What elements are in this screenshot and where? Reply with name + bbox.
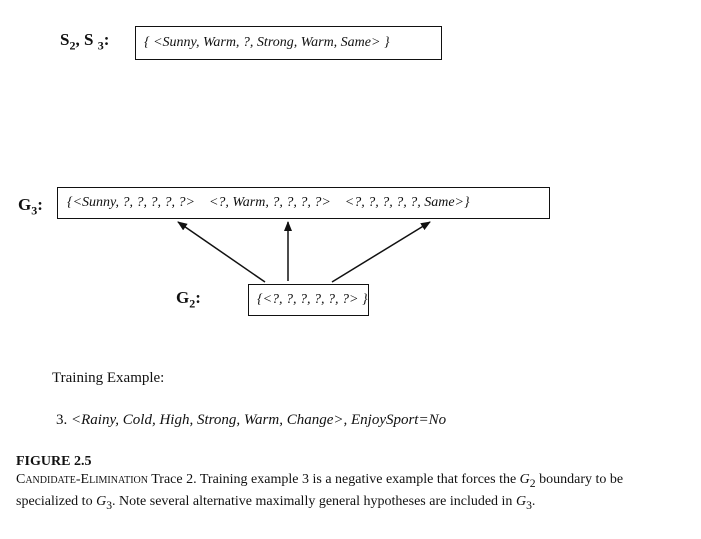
g2-boundary-content: {<?, ?, ?, ?, ?, ?> } [257,292,368,307]
example-label: EnjoySport=No [350,412,447,428]
g3-boundary-label: G3: [18,195,43,218]
g3-boundary-box: {<Sunny, ?, ?, ?, ?, ?> <?, Warm, ?, ?, … [57,187,550,219]
g3-hypothesis: {<Sunny, ?, ?, ?, ?, ?> [67,195,195,210]
g2-boundary-box: {<?, ?, ?, ?, ?, ?> } [248,284,369,316]
s-boundary-box: { <Sunny, Warm, ?, Strong, Warm, Same> } [135,26,442,60]
example-number: 3. [56,412,68,428]
arrow-to-hypothesis-1 [177,221,266,283]
training-heading: Training Example: [52,370,165,386]
training-example: 3. <Rainy, Cold, High, Strong, Warm, Cha… [56,412,446,429]
g2-boundary-label: G2: [176,288,201,311]
figure-title: FIGURE 2.5 [16,454,92,469]
arrow-to-hypothesis-3 [331,221,431,283]
s-boundary-content: { <Sunny, Warm, ?, Strong, Warm, Same> } [144,35,390,50]
figure-caption: Candidate-Elimination Trace 2. Training … [16,472,624,512]
example-instance: <Rainy, Cold, High, Strong, Warm, Change… [71,412,348,428]
caption-algorithm-name: Candidate-Elimination [16,472,148,487]
g3-hypothesis: <?, ?, ?, ?, ?, Same>} [344,195,470,210]
s-boundary-label: S2, S 3: [60,30,110,53]
g3-hypothesis: <?, Warm, ?, ?, ?, ?> [208,195,331,210]
